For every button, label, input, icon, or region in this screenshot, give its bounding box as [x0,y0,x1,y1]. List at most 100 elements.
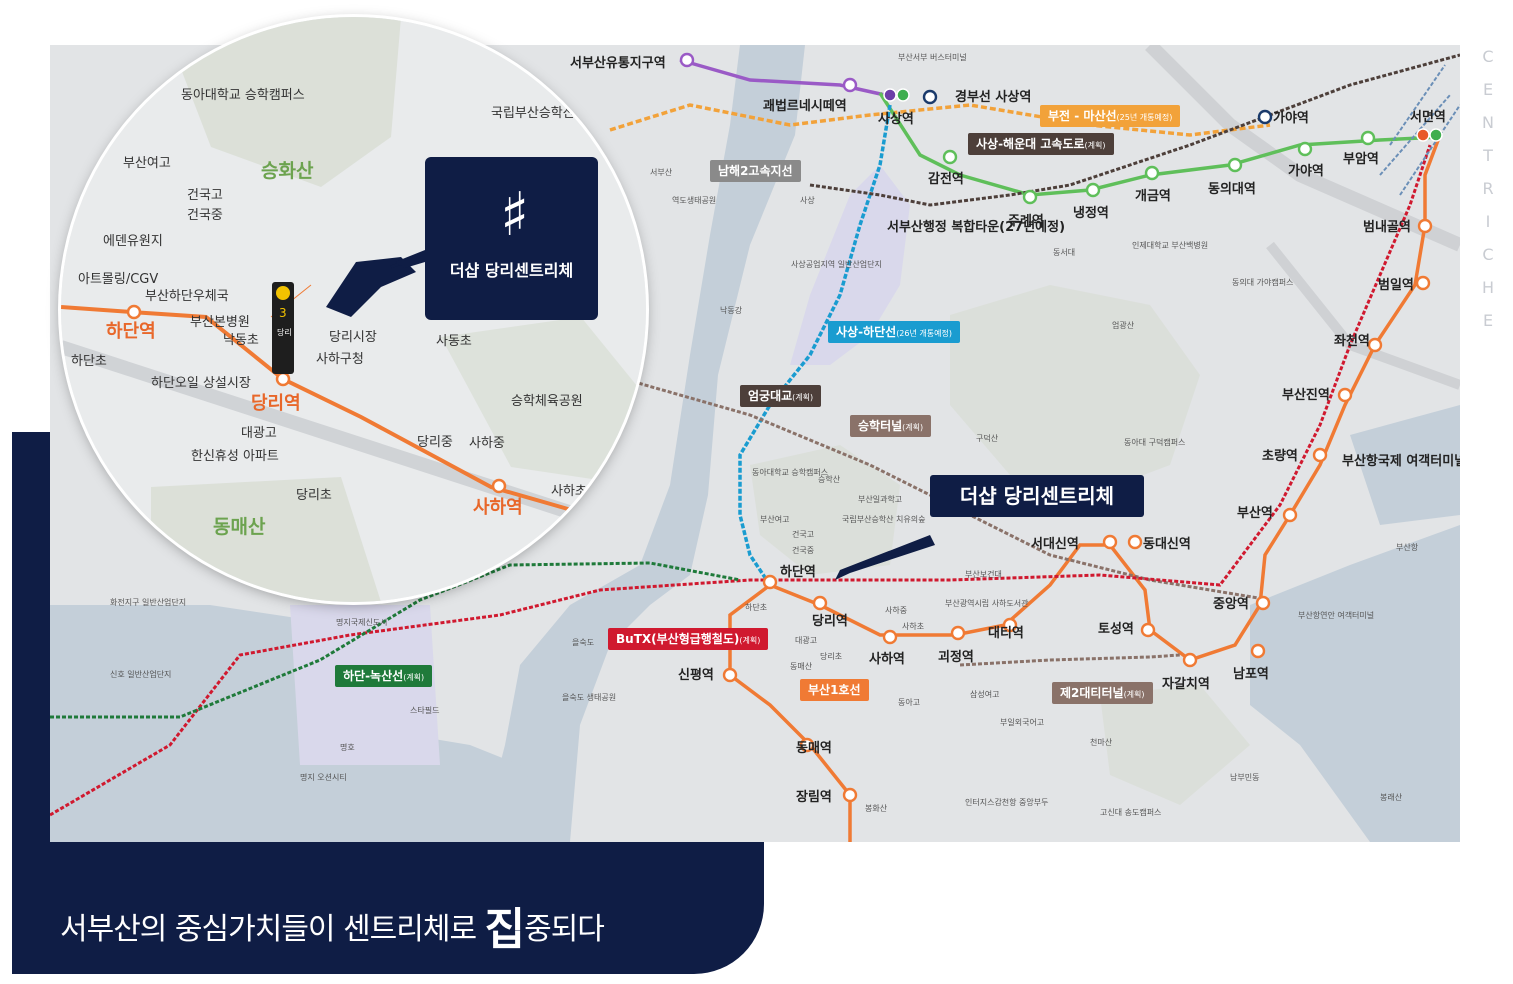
inset-label: 국립부산승학산 치유의숲 [491,106,627,121]
place-label: 고신대 송도캠퍼스 [1100,807,1161,817]
tag-busan-line1: 부산1호선 [800,679,869,701]
place-label: 국립부산승학산 치유의숲 [842,514,926,524]
place-label: 서부산행정 복합타운(27년예정) [887,219,1065,235]
station-label: 동의대역 [1208,181,1256,197]
station-label: 가야역 [1273,110,1309,126]
station-label: 신평역 [678,667,714,683]
station-label: 중앙역 [1213,596,1249,612]
place-label: 서부산 [650,167,673,177]
inset-label: 하단오일 상설시장 [151,376,251,391]
station-label: 냉정역 [1073,205,1109,221]
eomgwangsan-green [950,285,1200,495]
inset-station: 당리역 [251,393,301,414]
inset-label: 사동초 [436,334,472,349]
line3-number: 3 [279,306,287,320]
station-label: 범일역 [1378,277,1414,293]
place-label: 당리초 [820,651,842,661]
place-label: 인제대학교 부산백병원 [1132,240,1208,250]
inset-label: 대광고 [241,426,277,441]
line-bujeon-masan [609,103,1271,137]
place-label: 인터지스감천항 중앙부두 [965,797,1049,807]
place-label: 사상공업지역 일반산업단지 [791,259,882,269]
line3-label: 당리 [277,327,292,337]
station-label: 사상역 [878,111,914,127]
line-butx [50,144,1432,817]
station-label: 괘법르네시떼역 [763,98,847,114]
place-label: 스타필드 [410,705,439,715]
station-label: 경부선 사상역 [955,89,1031,105]
inset-label: 당리시장 [329,330,377,345]
site-polygon [326,257,416,317]
place-label: 건국중 [792,545,814,555]
place-label: 낙동강 [720,305,743,315]
station-label: 감전역 [928,171,964,187]
station-label: 토성역 [1098,621,1134,637]
place-label: 동아대 구덕캠퍼스 [1124,437,1185,447]
place-label: 부산서부 버스터미널 [898,52,967,62]
place-label: 동아대학교 승학캠퍼스 [752,467,828,477]
place-label: 구덕산 [976,433,999,443]
tag-sasang-hadan: 사상-하단선(26년 개통예정) [828,321,960,343]
place-label: 천마산 [1090,737,1113,747]
place-label: 동서대 [1053,248,1075,257]
station-label: 동매역 [796,740,832,756]
place-label: 명지국제신도시 [336,617,388,627]
tag-seunghak-tunnel: 승학터널(계획) [850,415,932,437]
station-label: 대티역 [988,625,1024,641]
place-label: 남부민동 [1230,772,1259,782]
place-label: 부일외국어고 [1000,717,1044,727]
station-label: 부산역 [1237,505,1273,521]
place-label: 승학산 [818,474,841,484]
inset-mountain: 승화산 [261,160,314,182]
inset-label: 낙동초 [223,333,259,348]
station-label: 좌천역 [1334,333,1370,349]
inset-label: 승학체육공원 [511,394,583,409]
inset-label: 부산하단우체국 [145,289,229,304]
inset-label: 건국고 [187,188,223,203]
place-label: 을숙도 생태공원 [562,692,616,702]
hero-title: 더샵 당리센트리체 [449,261,574,280]
sea-east [1250,525,1460,842]
slogan-text: 서부산의 중심가치들이 센트리체로 집중되다 [60,904,605,955]
hero-brand-box[interactable]: ♯ 더샵 당리센트리체 [425,157,598,320]
place-label: 명지 오션시티 [300,772,347,782]
place-label: 부산여고 [760,514,789,524]
place-label: 삼성여고 [970,689,999,699]
place-label: 명호 [340,742,355,752]
site-callout[interactable]: 더샵 당리센트리체 [930,475,1144,517]
tag-eomgung: 엄궁대교(계획) [740,385,822,407]
inset-label: 당리중 [417,435,453,450]
inset-label: 동아대학교 승학캠퍼스 [181,88,305,103]
station-label: 부산진역 [1282,387,1330,403]
inset-label: 한신휴성 아파트 [191,449,279,464]
line3-signboard [272,282,294,374]
inset-line-1 [61,305,646,534]
place-label: 부산일과학고 [858,494,902,504]
place-label: 건국고 [792,529,814,539]
place-label: 화전지구 일반산업단지 [110,597,186,607]
sharp-logo-icon: ♯ [499,180,529,250]
station-label: 초량역 [1262,448,1298,464]
tag-sasang-haeundae: 사상-해운대 고속도로(계획) [968,133,1114,155]
station-label: 동대신역 [1143,536,1191,552]
inset-label: 아트몰링/CGV [78,272,158,287]
tag-namhae2: 남해2고속지선 [710,160,801,182]
place-label: 봉래산 [1380,792,1403,802]
place-label: 신호 일반산업단지 [110,669,171,679]
place-label: 동매산 [790,661,813,671]
place-label: 엄광산 [1112,320,1135,330]
busan-harbor [1350,405,1460,525]
station-label: 주례역 [1008,213,1044,229]
line-purple [679,58,886,97]
place-label: 사상 [800,195,815,205]
place-label: 봉화산 [865,803,888,813]
station-label: 남포역 [1233,666,1269,682]
line-2-green [878,92,1441,197]
highway-sasang-haeundae [809,53,1460,207]
place-label: 부산항 [1396,542,1419,552]
station-label: 당리역 [812,613,848,629]
inset-label: 하단초 [71,354,107,369]
place-label: 대광고 [795,635,817,645]
place-label: 사하중 [885,605,907,615]
place-label: 부산보건대 [965,569,1002,579]
